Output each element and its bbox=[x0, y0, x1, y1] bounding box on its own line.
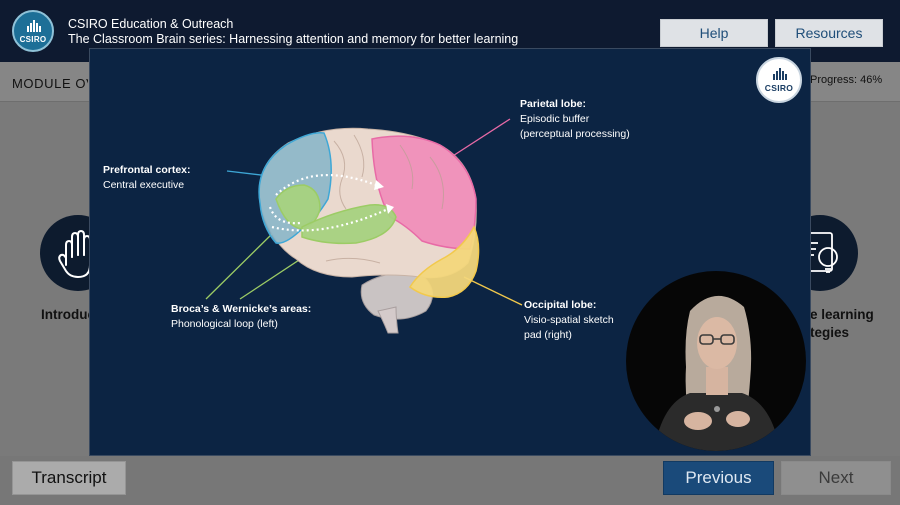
video-modal: Prefrontal cortex: Central executive Par… bbox=[89, 48, 811, 456]
prefrontal-label: Prefrontal cortex: Central executive bbox=[103, 163, 191, 193]
modal-csiro-logo: CSIRO bbox=[756, 57, 802, 103]
modal-logo-bars-icon bbox=[773, 68, 787, 80]
resources-button[interactable]: Resources bbox=[775, 19, 883, 47]
prefrontal-description: Central executive bbox=[103, 179, 185, 191]
progress-label: Progress: bbox=[810, 74, 858, 86]
gyri-lines bbox=[325, 134, 444, 264]
wernicke-region bbox=[301, 204, 397, 245]
broca-region bbox=[275, 184, 321, 230]
occipital-title: Occipital lobe: bbox=[524, 299, 597, 311]
occipital-leader-line bbox=[463, 276, 523, 306]
course-title: The Classroom Brain series: Harnessing a… bbox=[68, 32, 519, 46]
parietal-title: Parietal lobe: bbox=[520, 98, 586, 110]
flow-arrow-lower bbox=[271, 207, 389, 232]
module-card-strategies-label-line2: tegies bbox=[810, 325, 850, 340]
module-title: MODULE OVERVIEW bbox=[12, 76, 88, 91]
csiro-logo: CSIRO bbox=[12, 10, 54, 52]
progress-indicator: Progress: 46% bbox=[810, 74, 882, 86]
logo-wordmark: CSIRO bbox=[19, 35, 47, 44]
logo-bars-icon bbox=[27, 20, 41, 32]
brain-diagram bbox=[205, 118, 523, 334]
occipital-label: Occipital lobe: Visio-spatial sketch pad… bbox=[524, 298, 614, 343]
flow-arrow-upper bbox=[275, 174, 377, 196]
flow-arrow-lower-head bbox=[386, 204, 394, 214]
module-card-introduction-label: Introduction bbox=[41, 307, 91, 322]
progress-value: 46% bbox=[860, 74, 883, 86]
flow-arrow-upper-head bbox=[374, 180, 384, 190]
hand-icon bbox=[58, 230, 91, 278]
module-card-strategies-label-line1: e learning bbox=[810, 307, 874, 322]
next-button[interactable]: Next bbox=[781, 461, 891, 495]
presenter-video[interactable] bbox=[626, 271, 806, 451]
presenter-silhouette-icon bbox=[654, 295, 780, 451]
transcript-button[interactable]: Transcript bbox=[12, 461, 126, 495]
org-title: CSIRO Education & Outreach bbox=[68, 17, 234, 31]
help-button[interactable]: Help bbox=[660, 19, 768, 47]
occipital-description-line2: pad (right) bbox=[524, 329, 572, 341]
broca-leader-line-1 bbox=[205, 230, 276, 300]
parietal-description-line2: (perceptual processing) bbox=[520, 128, 630, 140]
parietal-description-line1: Episodic buffer bbox=[520, 113, 590, 125]
parietal-label: Parietal lobe: Episodic buffer (perceptu… bbox=[520, 97, 630, 142]
occipital-description-line1: Visio-spatial sketch bbox=[524, 314, 614, 326]
parietal-leader-line bbox=[444, 118, 511, 162]
occipital-region bbox=[408, 225, 480, 299]
brain-stem bbox=[377, 306, 399, 334]
prefrontal-title: Prefrontal cortex: bbox=[103, 164, 191, 176]
broca-wernicke-label: Broca’s & Wernicke’s areas: Phonological… bbox=[171, 302, 311, 332]
broca-title: Broca’s & Wernicke’s areas: bbox=[171, 303, 312, 315]
modal-logo-wordmark: CSIRO bbox=[764, 83, 794, 93]
broca-description: Phonological loop (left) bbox=[171, 318, 278, 330]
previous-button[interactable]: Previous bbox=[663, 461, 774, 495]
